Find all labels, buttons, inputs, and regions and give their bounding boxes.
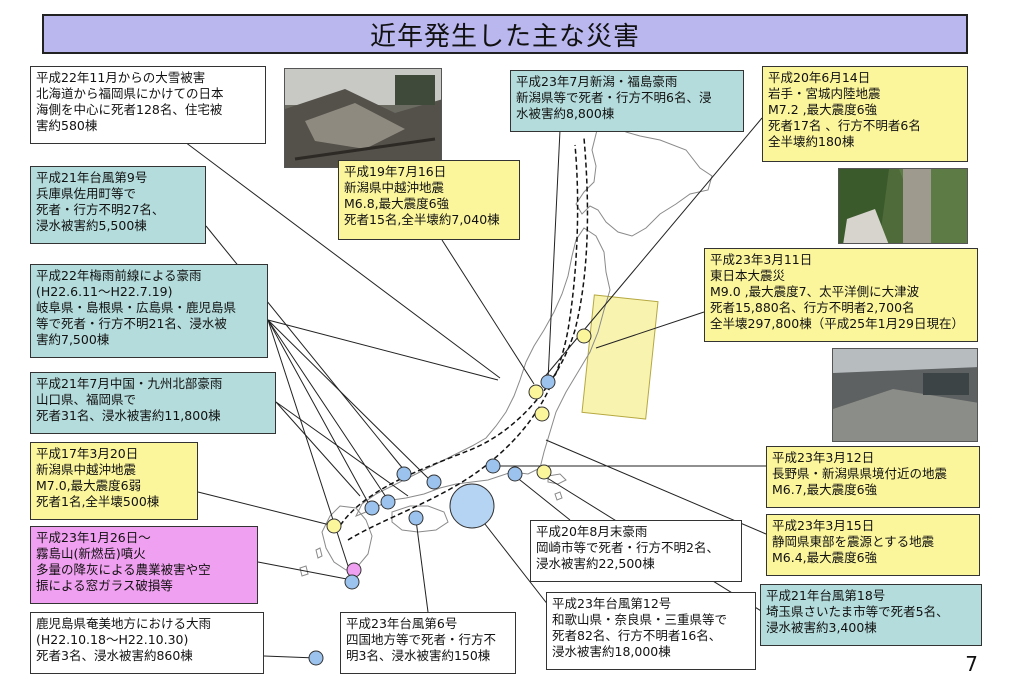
marker-fukuoka-quake [326, 518, 342, 534]
page-number: 7 [965, 652, 978, 676]
quake-h23-312-box: 平成23年3月12日 長野県・新潟県県境付近の地震 M6.7,最大震度6強 [766, 446, 980, 508]
marker-yamaguchi-rain [364, 500, 380, 516]
collapsed-house-photo [284, 68, 442, 168]
marker-niigata-rain [540, 374, 556, 390]
rain-h20-8-box: 平成20年8月末豪雨 岡崎市等で死者・行方不明2名、 浸水被害約22,500棟 [530, 520, 742, 582]
typhoon6-h23-box: 平成23年台風第6号 四国地方等で死者・行方不 明3名、浸水被害約150棟 [340, 612, 516, 674]
tohoku-earthquake-box: 平成23年3月11日 東日本大震災 M9.0 ,最大震度7、太平洋側に大津波 死… [704, 248, 978, 342]
marker-chuetsu [528, 384, 544, 400]
kirishima-eruption-box: 平成23年1月26日～ 霧島山(新燃岳)噴火 多量の降灰による農業被害や空 振に… [30, 526, 258, 604]
marker-okazaki-rain [485, 458, 501, 474]
tsunami-town-image [833, 349, 977, 441]
marker-tohoku [576, 328, 592, 344]
niigata-fukushima-rain-box: 平成23年7月新潟・福島豪雨 新潟県等で死者・行方不明6名、浸 水被害約8,80… [510, 70, 744, 132]
chugoku-kyushu-rain-h21-box: 平成21年7月中国・九州北部豪雨 山口県、福岡県で 死者31名、浸水被害約11,… [30, 372, 276, 434]
marker-amami-rain [308, 650, 324, 666]
page-title: 近年発生した主な災害 [42, 14, 968, 54]
marker-hyogo-typhoon [426, 474, 442, 490]
marker-shizuoka-quake [536, 464, 552, 480]
page-title-text: 近年発生した主な災害 [369, 21, 640, 52]
marker-shikoku-typhoon [408, 510, 424, 526]
landslide-photo [838, 168, 968, 244]
tsunami-town-photo [832, 348, 978, 442]
iwate-miyagi-quake-box: 平成20年6月14日 岩手・宮城内陸地震 M7.2 ,最大震度6強 死者17名 … [762, 66, 968, 162]
rain-front-h22-box: 平成22年梅雨前線による豪雨 (H22.6.11～H22.7.19) 岐阜県・島… [30, 264, 268, 358]
marker-nagano-quake [534, 406, 550, 422]
collapsed-house-image [285, 69, 441, 167]
chuetsu-oki-quake-box: 平成19年7月16日 新潟県中越沖地震 M6.8,最大震度6強 死者15名,全半… [338, 160, 520, 240]
quake-h17-box: 平成17年3月20日 新潟県中越沖地震 M7.0,最大震度6弱 死者1名,全半壊… [30, 442, 198, 520]
marker-kagoshima-rain [344, 574, 360, 590]
quake-h23-315-box: 平成23年3月15日 静岡県東部を震源とする地震 M6.4,最大震度6強 [766, 514, 980, 576]
landslide-image [839, 169, 967, 243]
disaster-markers [308, 328, 592, 666]
typhoon9-h21-box: 平成21年台風第9号 兵庫県佐用町等で 死者・行方不明27名、 浸水被害約5,5… [30, 166, 206, 244]
snow-damage-h22-box: 平成22年11月からの大雪被害 北海道から福岡県にかけての日本 海側を中心に死者… [30, 66, 266, 144]
marker-rain-shimane [396, 466, 412, 482]
marker-rain-hiroshima [380, 494, 396, 510]
typhoon18-h21-box: 平成21年台風第18号 埼玉県さいたま市等で死者5名、 浸水被害約3,400棟 [760, 584, 982, 646]
amami-rain-box: 鹿児島県奄美地方における大雨 (H22.10.18～H22.10.30) 死者3… [30, 612, 264, 674]
marker-saitama-typhoon [507, 466, 523, 482]
marker-kii-typhoon [449, 483, 495, 529]
tsunami-zone [581, 294, 659, 420]
typhoon12-h23-box: 平成23年台風第12号 和歌山県・奈良県・三重県等で 死者82名、行方不明者16… [546, 592, 756, 670]
